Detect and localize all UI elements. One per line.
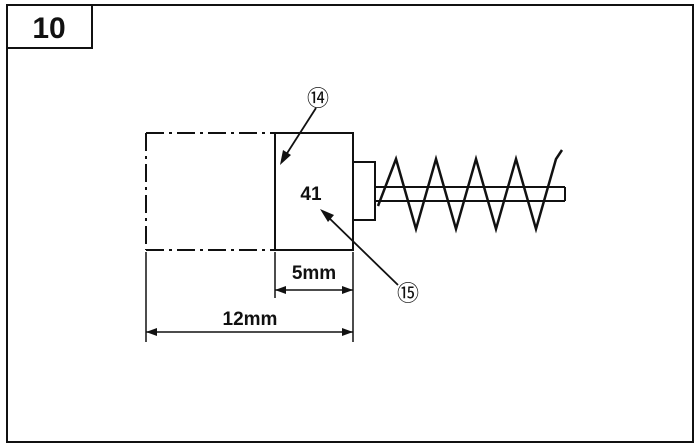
- coil-spring: [376, 149, 564, 234]
- callout-upper-label: ⑭: [307, 86, 329, 111]
- worn-brush-outline: [145, 132, 275, 251]
- dimension-overall-label: 12mm: [223, 309, 278, 330]
- figure-frame: [6, 4, 694, 443]
- step-number: 10: [32, 12, 65, 45]
- part-number-label: 41: [300, 184, 322, 205]
- spring-cap: [352, 161, 376, 221]
- callout-lower-label: ⑮: [397, 281, 419, 306]
- callout-lower-arrowhead: [320, 209, 334, 222]
- step-number-tab: [7, 5, 93, 49]
- dimension-overall: 12mm: [146, 309, 353, 336]
- callout-upper-arrowhead: [280, 150, 291, 165]
- spring-shaft: [375, 186, 566, 202]
- dimension-inner: 5mm: [275, 263, 353, 294]
- callout-upper: ⑭: [280, 86, 329, 165]
- dimension-inner-label: 5mm: [292, 263, 336, 284]
- callout-lower: ⑮: [320, 209, 419, 306]
